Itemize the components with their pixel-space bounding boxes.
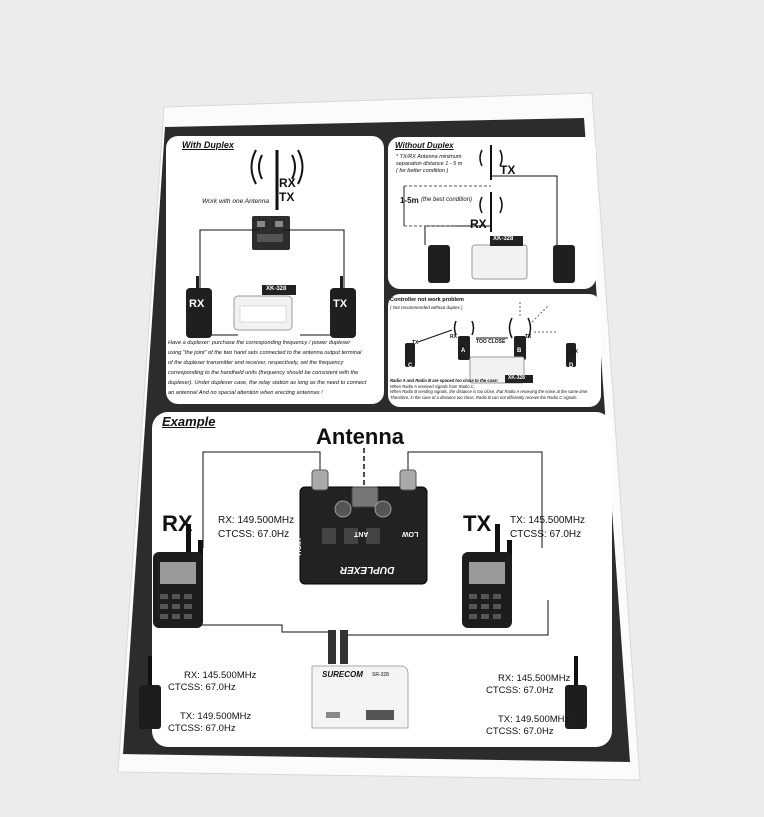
duplexer-icon <box>252 216 290 250</box>
radio-tx-label: TX <box>333 298 348 310</box>
duplexer-ant-label: ANT <box>354 530 369 537</box>
problem-notes: Radio A and Radio B are spaced too close… <box>390 378 588 400</box>
label-rx-a: RX <box>450 334 457 340</box>
without-duplex-rx-label: RX <box>470 217 487 231</box>
duplexer-name: DUPLEXER <box>340 564 395 575</box>
example-title: Example <box>162 414 216 429</box>
tx-big-label: TX <box>463 511 492 536</box>
connectors <box>328 630 348 664</box>
one-antenna-label: Work with one Antenna <box>202 198 269 205</box>
radio-b-label: B <box>517 348 522 354</box>
ctcss-text: CTCSS: 67.0Hz <box>168 723 236 734</box>
controller-icon <box>233 285 296 331</box>
description-line: using "the joint" of the two hand sets c… <box>168 350 362 356</box>
frequency-text: TX: 149.500MHz <box>180 711 252 722</box>
small-radio-right <box>565 656 587 729</box>
frequency-text: TX: 145.500MHz <box>510 515 586 526</box>
description-line: an antenna! And no special attention whe… <box>168 390 323 396</box>
bottom-right-settings: RX: 145.500MHz CTCSS: 67.0Hz <box>486 673 570 697</box>
without-duplex-tx-label: TX <box>500 163 516 177</box>
frequency-text: RX: 145.500MHz <box>498 673 571 684</box>
description-line: duplexer). Under duplexer case, the rela… <box>168 380 367 386</box>
rx-antenna-icon <box>479 192 503 232</box>
description-line: Have a duplexer: purchase the correspond… <box>168 340 351 346</box>
too-close-label: TOO CLOSE <box>476 339 506 345</box>
duplexer-low-label: LOW <box>402 530 419 537</box>
radio-left-large <box>153 524 203 628</box>
note-line: ( for better condition ) <box>396 168 449 174</box>
controller-brand: SURECOM <box>322 670 363 679</box>
duplexer-unit <box>299 469 428 585</box>
with-duplex-rx-label: RX <box>279 176 296 190</box>
duplexer-high-label: HIGH <box>294 538 301 556</box>
bottom-left-tx-settings: TX: 149.500MHz CTCSS: 67.0Hz <box>168 711 251 735</box>
antenna-icon <box>250 149 304 210</box>
right-radio-settings: TX: 145.500MHz CTCSS: 67.0Hz <box>510 514 585 542</box>
separation-note: * TX/RX Antenna minimum separation dista… <box>396 154 462 175</box>
distance-label: 1-5m <box>400 196 419 205</box>
radio-rx-label: RX <box>189 298 205 310</box>
bottom-left-settings: RX: 145.500MHz CTCSS: 67.0Hz <box>168 670 256 694</box>
radio-d-label: D <box>569 363 574 369</box>
controller-problem-panel <box>388 294 601 407</box>
frequency-text: RX: 145.500MHz <box>184 670 257 681</box>
label-rx-d: RX <box>571 349 578 355</box>
note-line: When Radio A received signals from Radio… <box>390 383 475 389</box>
radio-tx-icon <box>330 276 356 338</box>
description-line: of the duplexer transmitter and receiver… <box>168 360 344 366</box>
description-line: corresponding to the handheld units (fre… <box>168 370 359 376</box>
ctcss-text: CTCSS: 67.0Hz <box>486 685 554 696</box>
radio-left-icon <box>428 245 450 283</box>
controller-problem-subtitle: ( Not recommended without duplex ) <box>390 305 463 310</box>
note-line: separation distance 1 - 5 m <box>396 161 463 167</box>
antenna-heading: Antenna <box>316 424 404 449</box>
controller-icon-2 <box>471 236 528 280</box>
distance-note: (the best condition) <box>421 197 473 203</box>
note-line: * TX/RX Antenna minimum <box>396 154 462 160</box>
controller-model-label: XK-328 <box>266 286 287 292</box>
with-duplex-tx-label: TX <box>279 190 295 204</box>
note-line: Therefore, in the case of a distance too… <box>390 394 578 400</box>
ctcss-text: CTCSS: 67.0Hz <box>168 682 236 693</box>
note-line: Radio A and Radio B are spaced too close… <box>390 378 499 383</box>
tx-antenna-icon <box>479 145 503 180</box>
frequency-text: TX: 149.500MHz <box>498 714 570 725</box>
controller-model-label-3: XK-328 <box>508 375 525 381</box>
with-duplex-description: Have a duplexer: purchase the correspond… <box>168 338 366 398</box>
problem-diagram <box>405 300 576 384</box>
radio-rx-icon <box>186 276 212 338</box>
small-radio-left <box>139 656 161 729</box>
radio-right-large <box>462 524 512 628</box>
controller-problem-title: Controller not work problem <box>390 297 464 303</box>
ctcss-text: CTCSS: 67.0Hz <box>486 726 554 737</box>
left-radio-settings: RX: 149.500MHz CTCSS: 67.0Hz <box>218 514 294 542</box>
radio-a-label: A <box>461 348 466 354</box>
ctcss-text: CTCSS: 67.0Hz <box>510 529 582 540</box>
note-line: When Radio B sending signals, the distan… <box>390 389 589 394</box>
radio-c-label: C <box>408 363 413 369</box>
bottom-right-tx-settings: TX: 149.500MHz CTCSS: 67.0Hz <box>486 714 569 738</box>
radio-right-icon <box>553 245 575 283</box>
ctcss-text: CTCSS: 67.0Hz <box>218 529 290 540</box>
rx-big-label: RX <box>162 511 193 536</box>
label-tx-b: TX <box>525 334 532 340</box>
with-duplex-panel <box>166 136 384 404</box>
with-duplex-title: With Duplex <box>182 140 234 150</box>
label-tx-c: TX <box>412 340 419 346</box>
controller-model: SR-328 <box>372 672 389 678</box>
repeater-controller <box>311 665 409 729</box>
controller-model-label-2: XK-328 <box>493 236 514 242</box>
without-duplex-title: Without Duplex <box>395 141 454 150</box>
frequency-text: RX: 149.500MHz <box>218 515 295 526</box>
